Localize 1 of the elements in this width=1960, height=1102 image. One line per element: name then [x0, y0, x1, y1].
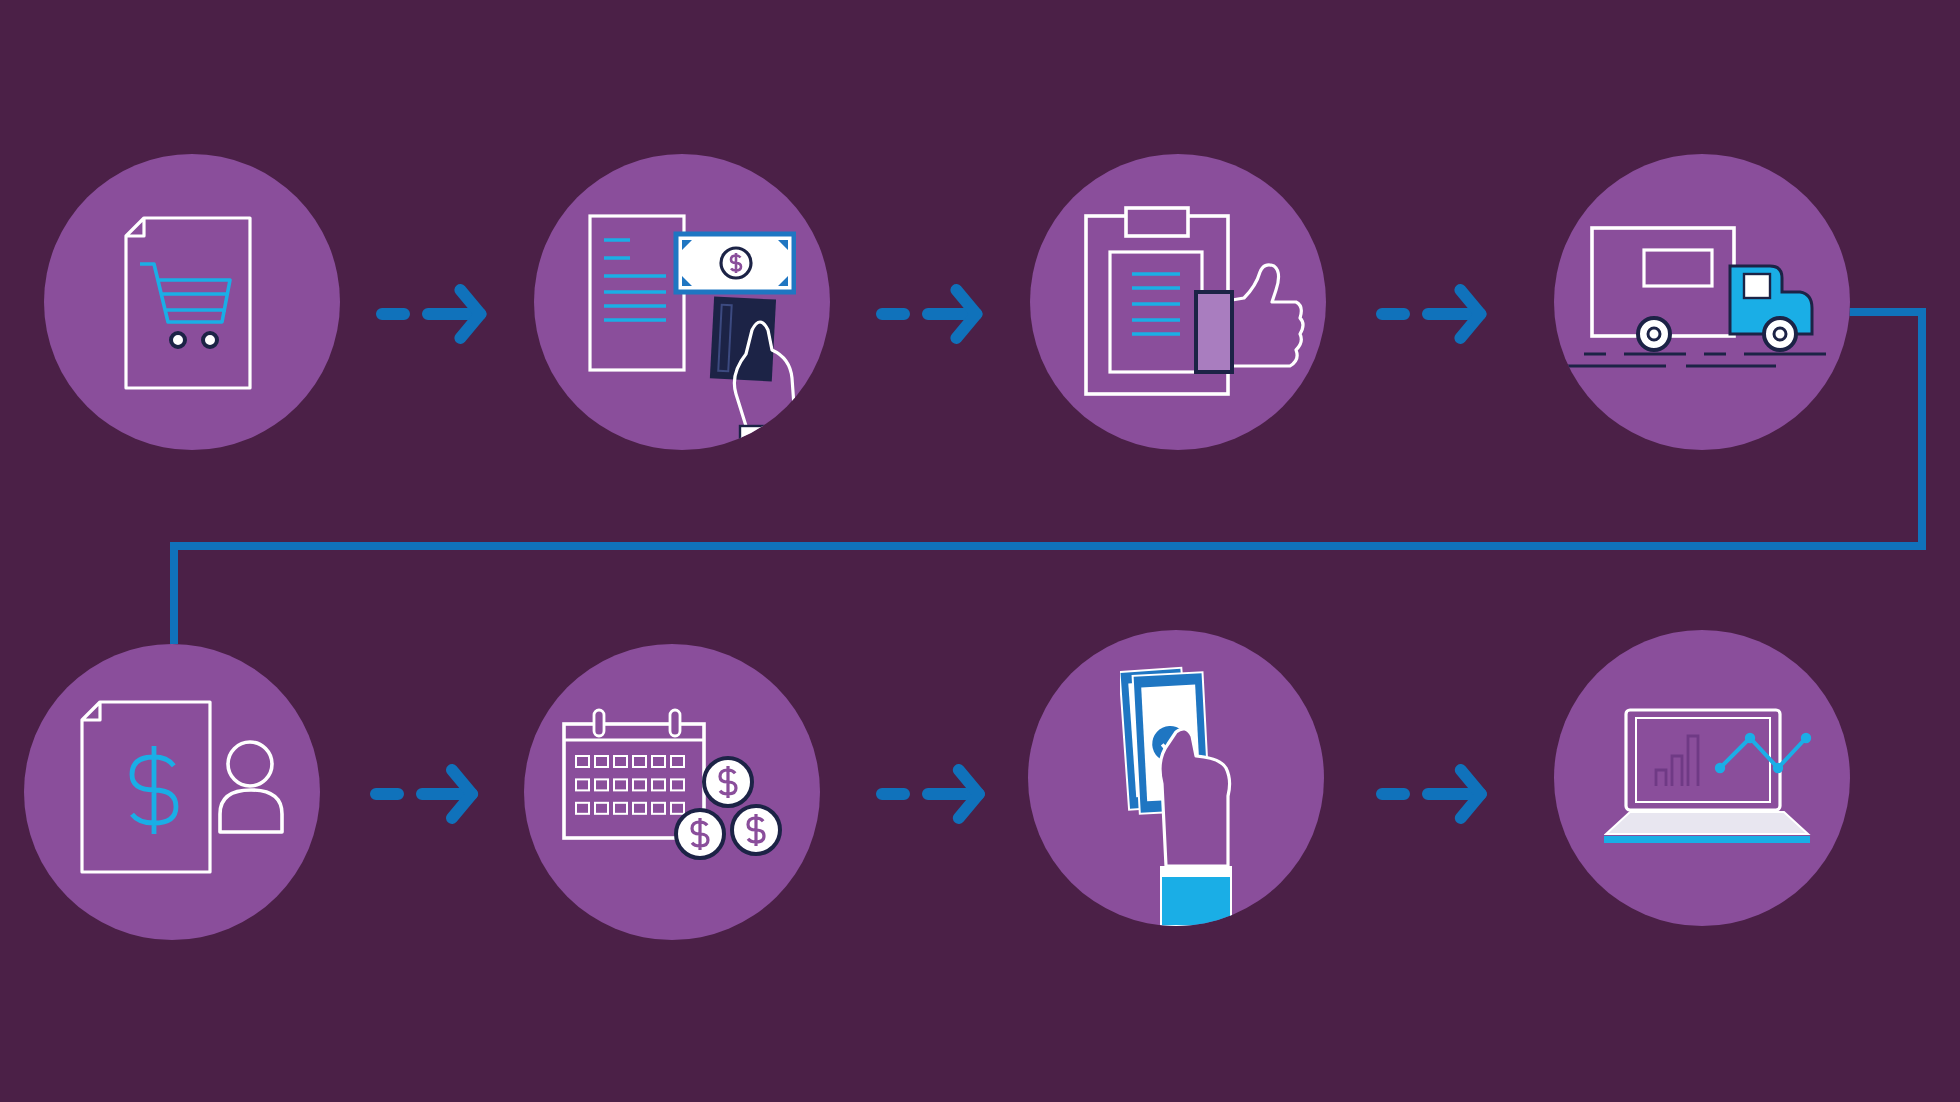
connector-line [170, 308, 1926, 644]
